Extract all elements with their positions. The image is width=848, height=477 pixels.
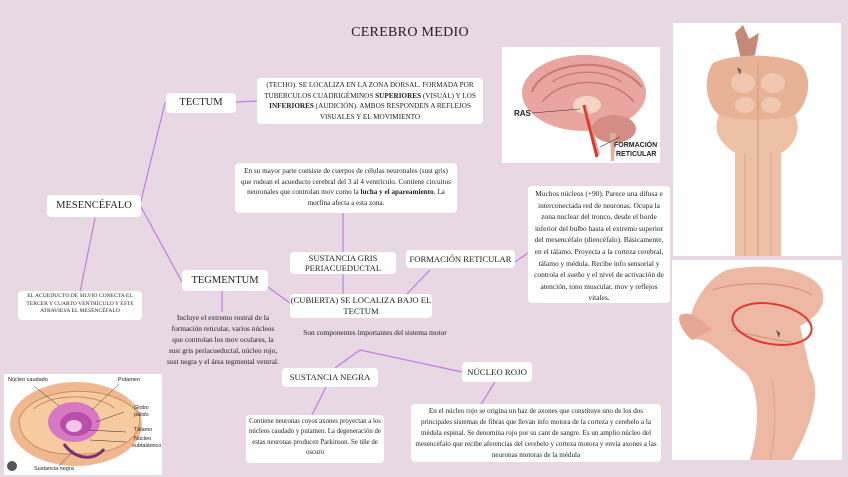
node-sustancia-negra-label: SUSTANCIA NEGRA <box>289 372 371 382</box>
node-cubierta: (CUBIERTA) SE LOCALIZA BAJO EL TECTUM <box>290 294 432 318</box>
line-reticular-desc <box>514 252 529 263</box>
line-motor-rojo <box>359 349 463 373</box>
line-negra-desc <box>311 386 327 416</box>
line-tectum-desc <box>235 100 259 103</box>
gris-desc-text-2: . La morfina afecta a esta zona. <box>307 188 445 207</box>
label-subtalamico: subtalámico <box>132 443 162 449</box>
node-formacion-reticular: FORMACIÓN RETICULAR <box>406 250 515 268</box>
gris-desc-text-1: En su mayor parte consiste de cuerpos de… <box>241 167 451 197</box>
tegmentum-desc-text: Incluye el extremo rostral de la formaci… <box>167 313 279 366</box>
reticular-description: Muchos núcleos (+90). Parece una difusa … <box>528 186 670 303</box>
componentes-note: Son componentes importantes del sistema … <box>300 327 450 338</box>
node-tectum-label: TECTUM <box>179 97 223 108</box>
line-mesencefalo-tegmentum <box>139 204 183 283</box>
brain-ras-image: RAS FORMACIÓN RETICULAR <box>502 47 660 163</box>
node-mesencefalo-label: MESENCÉFALO <box>56 200 132 211</box>
line-cubierta-reticular <box>404 269 431 297</box>
node-nucleo-rojo-label: NÚCLEO ROJO <box>467 367 527 377</box>
page-title: CEREBRO MEDIO <box>351 25 469 40</box>
node-sustancia-negra: SUSTANCIA NEGRA <box>282 368 378 387</box>
rojo-description: En el núcleo rojo se origina un haz de a… <box>411 404 661 462</box>
label-nucleo-caudado: Núcleo caudado <box>8 377 48 383</box>
label-putamen: Putamen <box>118 377 141 383</box>
line-mesencefalo-acueducto <box>79 217 96 293</box>
basal-ganglia-illustration <box>7 382 142 471</box>
line-rojo-desc <box>479 381 496 407</box>
tectum-desc-text-1: (TECHO). SE LOCALIZA EN LA ZONA DORSAL. … <box>264 81 474 100</box>
basal-ganglia-image: Núcleo caudado Putamen Globo pálido Tála… <box>4 374 162 475</box>
line-motor-negra <box>334 349 361 369</box>
label-nucleo: Núcleo <box>134 436 152 442</box>
tectum-desc-bold-2: INFERIORES <box>269 102 314 111</box>
label-reticular: RETICULAR <box>616 151 657 158</box>
brainstem-dorsal-illustration <box>706 25 809 256</box>
node-cubierta-label: (CUBIERTA) SE LOCALIZA BAJO EL TECTUM <box>290 295 432 316</box>
brain-sagittal-illustration <box>522 55 646 161</box>
negra-desc-text: Contiene neuronas cuyos axones proyectan… <box>249 418 381 457</box>
node-tegmentum-label: TEGMENTUM <box>191 275 259 286</box>
node-mesencefalo: MESENCÉFALO <box>47 195 141 217</box>
label-sustancia-negra: Sustancia negra <box>34 466 74 472</box>
acueducto-text: EL ACUEDUCTO DE SILVIO CONECTA EL TERCER… <box>26 293 134 315</box>
label-formacion: FORMACIÓN <box>614 142 658 149</box>
reticular-desc-text: Muchos núcleos (+90). Parece una difusa … <box>534 189 664 303</box>
tectum-desc-text-2: (VISUAL) Y LOS <box>421 91 476 100</box>
line-tegmentum-cubierta <box>267 286 291 304</box>
gris-desc-bold: lucha y el apareamiento <box>360 188 434 197</box>
label-globo: Globo <box>134 405 149 411</box>
componentes-text: Son componentes importantes del sistema … <box>303 328 447 337</box>
node-tectum: TECTUM <box>166 93 236 113</box>
line-mesencefalo-tectum <box>139 102 178 206</box>
node-formacion-reticular-label: FORMACIÓN RETICULAR <box>409 254 512 264</box>
gris-description: En su mayor parte consiste de cuerpos de… <box>235 163 457 213</box>
rojo-desc-text: En el núcleo rojo se origina un haz de a… <box>415 407 657 459</box>
node-sustancia-gris: SUSTANCIA GRIS PERIACUEDUCTAL <box>290 252 396 274</box>
brainstem-image-top <box>673 23 841 256</box>
acueducto-note: EL ACUEDUCTO DE SILVIO CONECTA EL TERCER… <box>18 291 142 320</box>
node-nucleo-rojo: NÚCLEO ROJO <box>462 362 532 382</box>
tectum-description: (TECHO). SE LOCALIZA EN LA ZONA DORSAL. … <box>257 78 483 124</box>
node-tegmentum: TEGMENTUM <box>182 270 268 291</box>
brainstem-image-bottom <box>672 260 842 460</box>
label-palido: pálido <box>134 412 149 418</box>
brainstem-lateral-illustration <box>679 266 824 460</box>
label-ras: RAS <box>514 109 531 118</box>
label-talamo: Tálamo <box>134 427 153 433</box>
tectum-desc-text-3: (AUDICIÓN). AMBOS RESPONDEN A REFLEJOS V… <box>313 102 471 121</box>
negra-description: Contiene neuronas cuyos axones proyectan… <box>246 415 384 463</box>
tegmentum-description: Incluye el extremo rostral de la formaci… <box>166 312 280 367</box>
node-sustancia-gris-label: SUSTANCIA GRIS PERIACUEDUCTAL <box>304 253 382 273</box>
tectum-desc-bold-1: SUPERIORES <box>375 91 422 100</box>
